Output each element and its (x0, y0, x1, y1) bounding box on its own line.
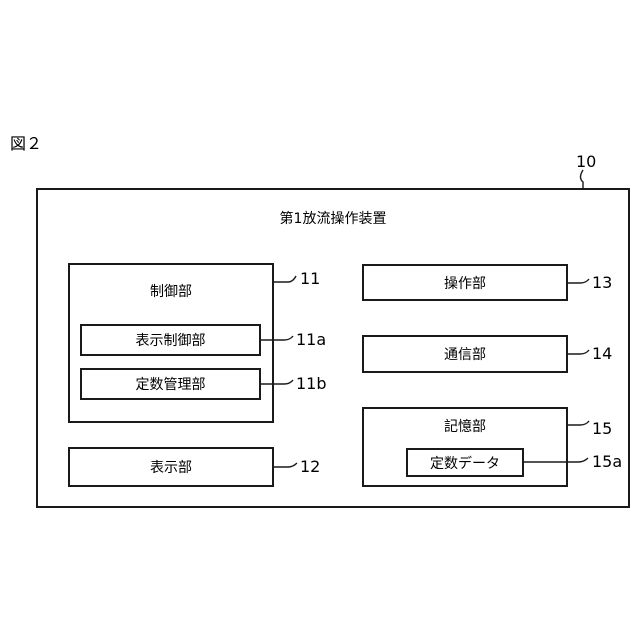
leader-line-14 (568, 350, 589, 354)
leader-line-15a (524, 458, 588, 462)
leader-line-11a (261, 336, 293, 340)
leader-line-12 (274, 463, 297, 467)
leader-line-11 (274, 276, 296, 282)
leader-line-10 (581, 170, 584, 188)
leader-line-15 (568, 421, 589, 425)
leader-line-11b (261, 380, 293, 384)
leader-line-13 (568, 279, 589, 283)
